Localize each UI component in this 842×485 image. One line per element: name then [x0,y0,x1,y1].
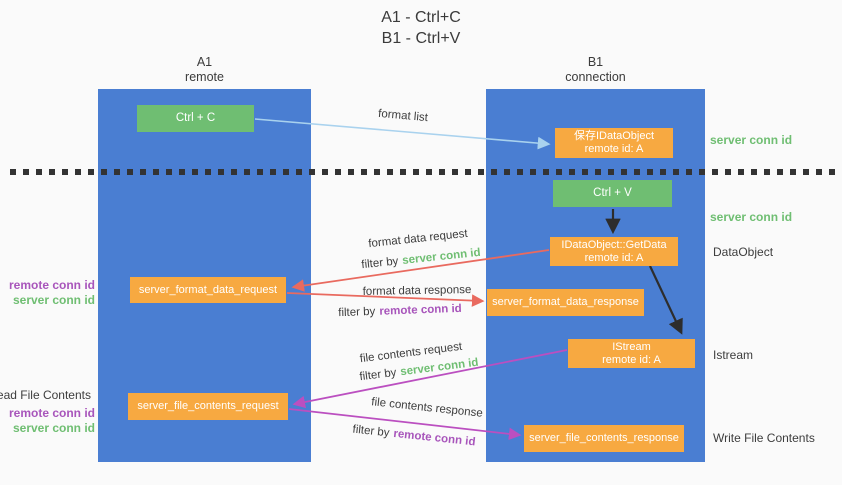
left-server-conn-id-1: server conn id [12,292,95,307]
lifeline-b-title: B1 [587,55,604,69]
node-getdata: IDataObject::GetData remote id: A [550,237,678,266]
left-remote-conn-id-1: remote conn id [8,278,95,292]
write-file-contents-label: Write File Contents [713,431,815,445]
node-ctrl-v: Ctrl + V [553,180,672,207]
left-conn-id-pair-2: remote conn id server conn id [9,406,95,435]
format-response-label: server_format_data_response [492,296,639,308]
left-conn-id-pair-1: remote conn id server conn id [9,278,95,307]
node-file-request: server_file_contents_request [128,393,288,420]
lifeline-a-header: A1 remote [98,55,311,84]
file-request-label: server_file_contents_request [137,400,279,412]
save-dataobject-line1: 保存IDataObject [573,130,655,142]
filter-by-text: filter by [358,366,398,384]
file-contents-response-text: file contents response [370,396,484,420]
node-format-request: server_format_data_request [130,277,286,303]
node-format-response: server_format_data_response [487,289,644,316]
left-server-conn-id-2: server conn id [12,420,95,435]
filter-by-text: filter by [360,255,399,272]
istream-line2: remote id: A [602,353,661,366]
lifeline-a-title: A1 [196,55,213,69]
filter-by-text: filter by [351,423,391,440]
left-remote-conn-id-2: remote conn id [8,406,95,420]
getdata-line1: IDataObject::GetData [561,238,667,251]
format-list-label: format list [378,108,429,124]
title-line-1: A1 - Ctrl+C [381,9,461,26]
lifeline-b-subtitle: connection [565,69,626,84]
node-ctrl-c: Ctrl + C [137,105,254,132]
istream-line1: IStream [612,340,651,353]
dotted-separator [10,169,835,175]
remote-conn-id-text: remote conn id [379,302,462,318]
format-data-response-label: format data response [363,284,472,298]
istream-side-label: Istream [713,348,754,362]
right-server-conn-id-mid: server conn id [710,210,793,224]
ctrl-c-label: Ctrl + C [175,112,216,124]
server-conn-id-text: server conn id [401,246,482,267]
remote-conn-id-text: remote conn id [392,427,477,449]
lifeline-a-subtitle: remote [185,69,224,84]
format-list-text: format list [377,107,429,125]
server-conn-id-text: server conn id [399,356,480,379]
format-data-response-text: format data response [362,284,472,298]
getdata-line2: remote id: A [584,251,644,264]
save-dataobject-line2: remote id: A [584,143,644,155]
read-file-contents-label: Read File Contents [0,388,91,402]
diagram-title: A1 - Ctrl+C B1 - Ctrl+V [0,7,842,49]
lifeline-b-header: B1 connection [486,55,705,84]
file-contents-response-label: file contents response [371,396,484,420]
filter-by-text: filter by [338,305,376,320]
node-save-dataobject: 保存IDataObject remote id: A [555,128,673,158]
right-server-conn-id-top: server conn id [710,133,793,147]
dataobject-label: DataObject [713,245,774,259]
title-line-2: B1 - Ctrl+V [381,30,461,47]
ctrl-v-label: Ctrl + V [593,187,632,199]
format-data-request-label: format data request [368,228,468,250]
node-file-response: server_file_contents_response [524,425,684,452]
file-response-label: server_file_contents_response [529,432,679,444]
format-data-request-text: format data request [367,227,469,251]
format-request-label: server_format_data_request [138,283,278,296]
node-istream: IStream remote id: A [568,339,695,368]
